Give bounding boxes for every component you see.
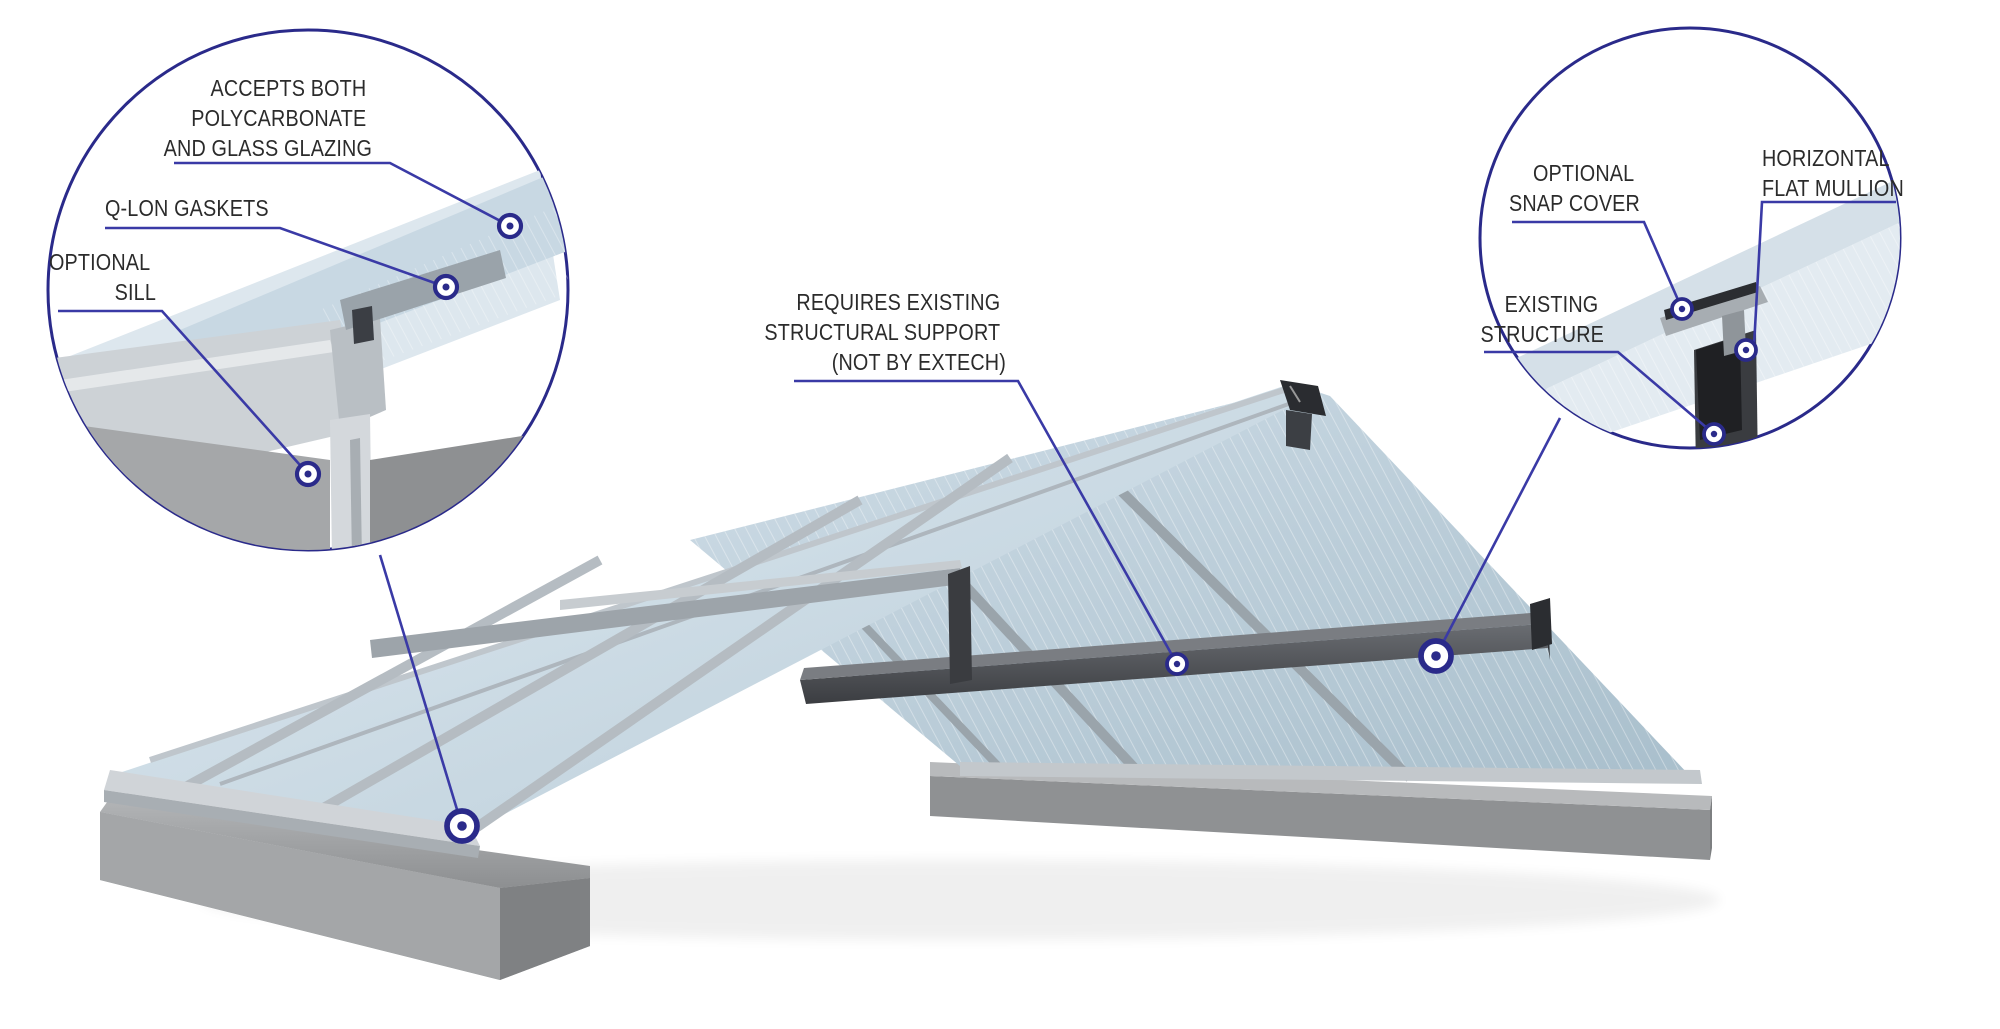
snap-cover-marker bbox=[1670, 297, 1694, 321]
glazing-marker bbox=[496, 212, 524, 240]
sill-marker bbox=[294, 460, 322, 488]
leader-mullion bbox=[1752, 200, 1896, 347]
support-marker bbox=[1165, 652, 1189, 676]
gaskets-label: Q-LON GASKETS bbox=[105, 196, 269, 222]
leader-support bbox=[794, 379, 1179, 665]
leader-sill bbox=[58, 309, 309, 475]
leader-snap-cover bbox=[1512, 220, 1684, 310]
leader-structure bbox=[1484, 350, 1715, 435]
leader-glazing bbox=[174, 161, 511, 228]
leader-left-to-sill bbox=[378, 554, 464, 827]
sill-label: OPTIONAL SILL bbox=[49, 250, 156, 306]
left-detail-callout: ACCEPTS BOTH POLYCARBONATE AND GLASS GLA… bbox=[46, 28, 570, 552]
leader-lines bbox=[378, 379, 1562, 827]
support-label: REQUIRES EXISTING STRUCTURAL SUPPORT (NO… bbox=[764, 290, 1006, 376]
left-glazed-slope bbox=[104, 384, 1310, 858]
sill-main-marker bbox=[444, 808, 480, 844]
callout-markers bbox=[294, 212, 1758, 844]
left-concrete-curb bbox=[100, 798, 590, 980]
ridge-cap bbox=[1280, 380, 1326, 450]
snap-cover-label: OPTIONAL SNAP COVER bbox=[1509, 161, 1640, 217]
gaskets-marker bbox=[432, 273, 460, 301]
right-detail-callout: OPTIONAL SNAP COVER HORIZONTAL FLAT MULL… bbox=[1478, 26, 1904, 450]
leader-right-to-beam bbox=[1434, 417, 1562, 657]
mullion-label: HORIZONTAL FLAT MULLION bbox=[1762, 146, 1904, 202]
beam-main-marker bbox=[1418, 638, 1454, 674]
leader-gaskets bbox=[105, 226, 447, 289]
structure-label: EXISTING STRUCTURE bbox=[1481, 292, 1604, 348]
mullion-marker bbox=[1734, 338, 1758, 362]
glazing-label: ACCEPTS BOTH POLYCARBONATE AND GLASS GLA… bbox=[164, 76, 372, 162]
main-skylight-render bbox=[100, 380, 1720, 980]
structure-marker bbox=[1702, 422, 1726, 446]
